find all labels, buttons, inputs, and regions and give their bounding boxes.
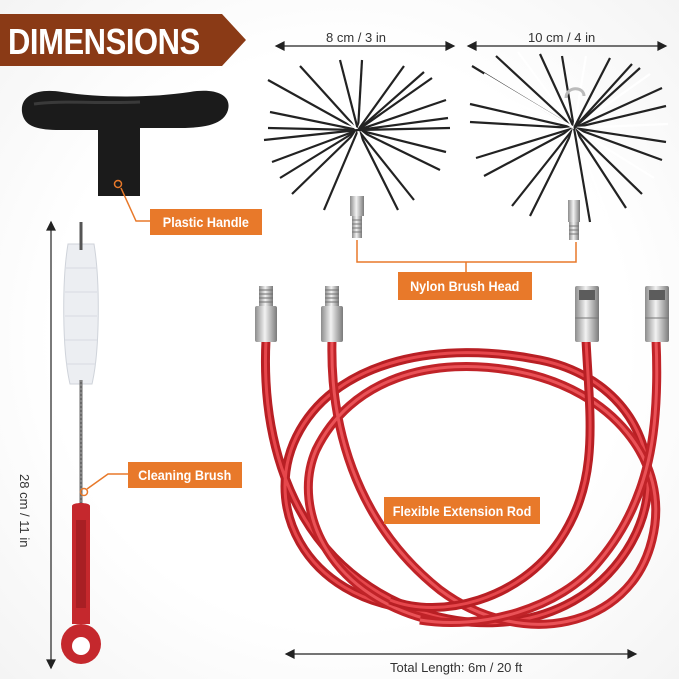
cleaning-brush-label-text: Cleaning Brush: [138, 467, 232, 483]
banner-shape: [0, 14, 246, 66]
large-brush-dimension-arrow: [466, 41, 668, 51]
small-brush-dimension-arrow: [274, 41, 456, 51]
large-nylon-brush-image: [469, 51, 669, 240]
title-banner: DIMENSIONS: [0, 14, 246, 66]
plastic-handle-image: [21, 90, 229, 196]
plastic-handle-label-text: Plastic Handle: [162, 214, 250, 230]
large-brush-width-text: 10 cm / 4 in: [528, 30, 596, 45]
small-brush-width-text: 8 cm / 3 in: [326, 30, 386, 45]
nylon-brush-head-label-text: Nylon Brush Head: [410, 278, 520, 294]
cleaning-brush-dimension-arrow: [46, 220, 56, 670]
cleaning-brush-length-text: 28 cm / 11 in: [17, 474, 32, 548]
nylon-brush-head-label: Nylon Brush Head: [398, 272, 532, 300]
total-length-text: Total Length: 6m / 20 ft: [390, 660, 523, 675]
cleaning-brush-leader-line: [86, 473, 128, 490]
handle-leader-line: [120, 187, 150, 222]
total-length-dimension-arrow: [284, 649, 638, 659]
plastic-handle-label: Plastic Handle: [150, 209, 262, 235]
cleaning-brush-image: [61, 222, 101, 664]
extension-rod-image: [261, 339, 662, 629]
brush-head-leader-line: [356, 240, 577, 263]
page-title: DIMENSIONS: [8, 21, 200, 62]
rod-male-fittings: [255, 286, 343, 342]
cleaning-brush-label: Cleaning Brush: [128, 462, 242, 488]
small-nylon-brush-image: [263, 59, 451, 238]
rod-female-fittings: [575, 286, 669, 342]
flexible-extension-rod-label-text: Flexible Extension Rod: [392, 502, 532, 519]
flexible-extension-rod-label: Flexible Extension Rod: [384, 497, 540, 524]
